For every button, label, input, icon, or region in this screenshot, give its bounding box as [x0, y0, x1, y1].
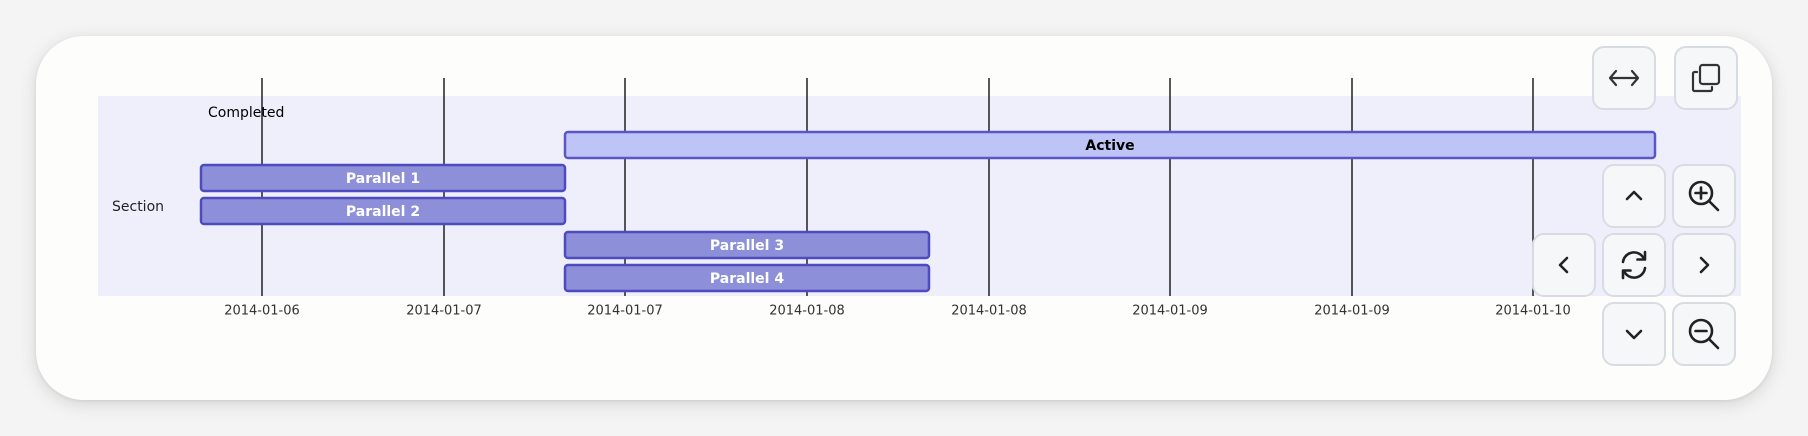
chevron-up-icon	[1625, 190, 1643, 201]
task-label-parallel-3: Parallel 3	[710, 238, 784, 254]
reset-view-button[interactable]	[1602, 233, 1666, 297]
section-label: Section	[112, 199, 164, 215]
task-bar-active[interactable]	[563, 130, 1657, 160]
task-label-active: Active	[1085, 138, 1134, 154]
tick-label: 2014-01-08	[951, 304, 1027, 319]
pan-right-button[interactable]	[1672, 233, 1736, 297]
tick-label: 2014-01-07	[406, 304, 482, 319]
tick-label: 2014-01-08	[769, 304, 845, 319]
task-bar-parallel-3[interactable]	[563, 230, 931, 260]
task-label-parallel-2: Parallel 2	[346, 204, 420, 220]
tick-label: 2014-01-06	[224, 304, 300, 319]
tick-label: 2014-01-09	[1132, 304, 1208, 319]
pan-up-button[interactable]	[1602, 164, 1666, 228]
task-bar-parallel-1[interactable]	[199, 163, 567, 193]
chevron-right-icon	[1699, 256, 1710, 274]
task-label-parallel-4: Parallel 4	[710, 271, 784, 287]
zoom-out-icon	[1688, 318, 1720, 350]
fit-width-button[interactable]	[1592, 46, 1656, 110]
zoom-in-icon	[1688, 180, 1720, 212]
section-band	[98, 96, 1741, 296]
task-label-parallel-1: Parallel 1	[346, 171, 420, 187]
fit-width-icon	[1608, 69, 1640, 87]
copy-button[interactable]	[1674, 46, 1738, 110]
tick-label: 2014-01-10	[1495, 304, 1571, 319]
chevron-down-icon	[1625, 329, 1643, 340]
pan-down-button[interactable]	[1602, 302, 1666, 366]
task-bar-parallel-2[interactable]	[199, 196, 567, 226]
zoom-in-button[interactable]	[1672, 164, 1736, 228]
zoom-out-button[interactable]	[1672, 302, 1736, 366]
chevron-left-icon	[1558, 256, 1569, 274]
tick-label: 2014-01-07	[587, 304, 663, 319]
tick-label: 2014-01-09	[1314, 304, 1390, 319]
task-label-completed: Completed	[208, 105, 284, 121]
copy-icon	[1691, 63, 1721, 93]
reset-icon	[1621, 250, 1647, 280]
pan-left-button[interactable]	[1532, 233, 1596, 297]
task-bar-parallel-4[interactable]	[563, 263, 931, 293]
